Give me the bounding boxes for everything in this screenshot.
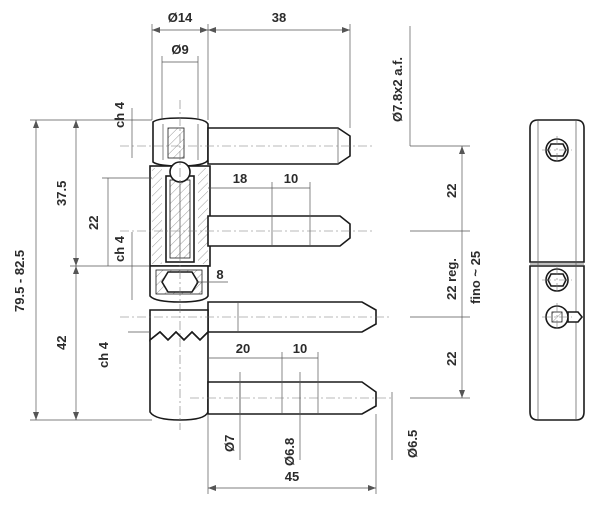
dim-22-reg: 22 reg. xyxy=(444,258,459,300)
dim-dia-9: Ø9 xyxy=(171,42,188,57)
dim-10-upper: 10 xyxy=(284,171,298,186)
dim-fino-25: fino ~ 25 xyxy=(468,251,483,304)
dim-dia-7: Ø7 xyxy=(222,435,237,452)
dim-10-lower: 10 xyxy=(293,341,307,356)
dim-22-inner: 22 xyxy=(86,216,101,230)
side-view xyxy=(120,100,392,430)
dim-22-right-upper: 22 xyxy=(444,184,459,198)
dim-dia-6-5: Ø6.5 xyxy=(405,430,420,458)
front-view xyxy=(529,119,585,421)
dim-38: 38 xyxy=(272,10,286,25)
dim-dia-6-8: Ø6.8 xyxy=(282,438,297,466)
dim-8: 8 xyxy=(216,267,223,282)
dim-ch4-middle: ch 4 xyxy=(112,235,127,262)
dim-thread-7-8: Ø7.8x2 a.f. xyxy=(390,57,405,122)
dim-ch4-lower: ch 4 xyxy=(96,341,111,368)
dim-18: 18 xyxy=(233,171,247,186)
dim-20: 20 xyxy=(236,341,250,356)
dim-ch4-top: ch 4 xyxy=(112,101,127,128)
dim-42: 42 xyxy=(54,336,69,350)
dim-79-5-82-5: 79.5 - 82.5 xyxy=(12,250,27,312)
dimension-lines xyxy=(30,24,470,494)
dim-22-right-lower: 22 xyxy=(444,352,459,366)
dim-45: 45 xyxy=(285,469,299,484)
dim-dia-14: Ø14 xyxy=(168,10,193,25)
dim-37-5: 37.5 xyxy=(54,181,69,206)
dimension-labels: Ø14 38 Ø9 Ø7.8x2 a.f. ch 4 ch 4 ch 4 79.… xyxy=(12,10,483,484)
